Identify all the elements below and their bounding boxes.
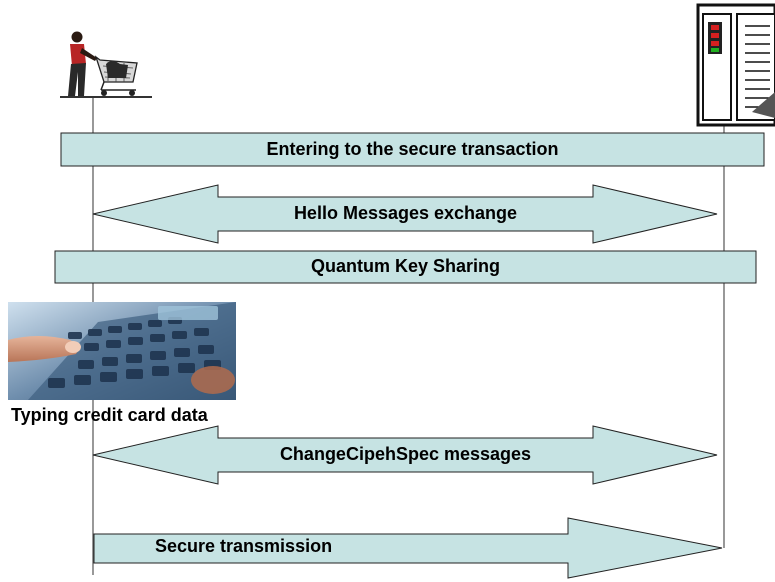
secure-label: Secure transmission — [155, 536, 333, 556]
hello-label: Hello Messages exchange — [293, 203, 518, 223]
entering-bar — [60, 132, 765, 167]
secure-arrow — [93, 517, 723, 579]
hello-double-arrow — [92, 184, 718, 244]
change-cipher-double-arrow — [92, 425, 718, 485]
quantum-bar — [54, 250, 757, 284]
server-rack-icon — [696, 3, 775, 127]
change-cipher-label: ChangeCipehSpec messages — [279, 444, 532, 464]
keypad-typing-photo — [8, 302, 236, 400]
photo-caption: Typing credit card data — [11, 405, 208, 425]
entering-label: Entering to the secure transaction — [266, 139, 559, 159]
shopper-with-cart-icon — [60, 31, 152, 98]
quantum-label: Quantum Key Sharing — [310, 256, 501, 276]
